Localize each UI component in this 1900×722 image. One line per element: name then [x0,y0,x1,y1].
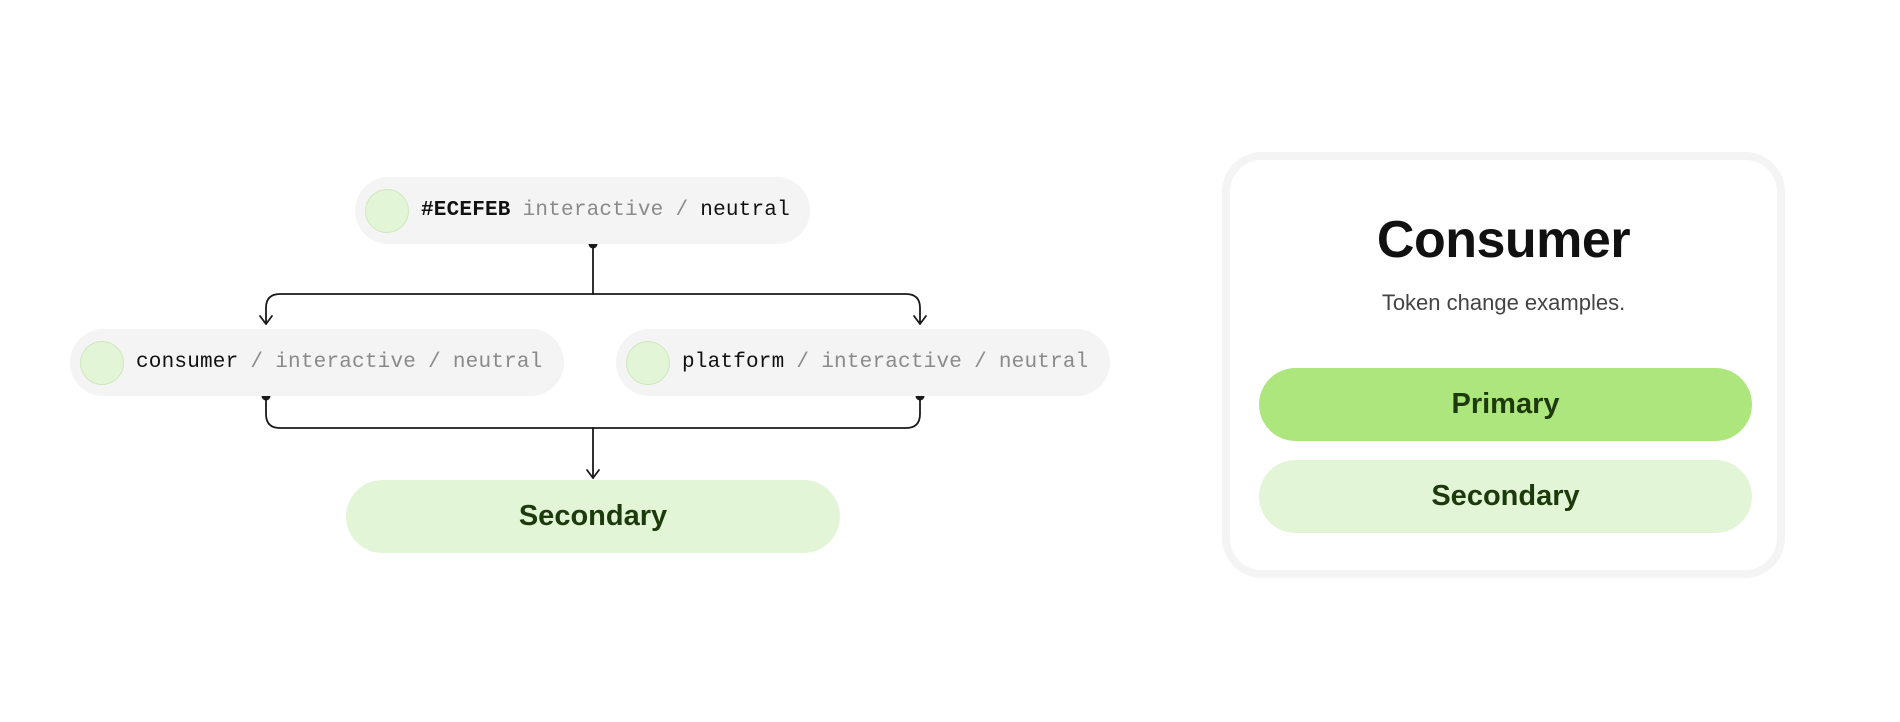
token-segment: interactive [275,351,417,374]
path-separator: / [796,351,810,374]
color-swatch [626,340,670,385]
split-connector-right [592,293,921,325]
token-segment: platform [682,351,785,374]
token-segment: interactive [821,351,963,374]
merge-connector-left [265,395,594,429]
path-separator: / [250,351,264,374]
path-separator: / [675,199,689,222]
secondary-button[interactable]: Secondary [1259,460,1752,533]
card-subtitle: Token change examples. [1381,290,1626,315]
platform-token-pill: platform / interactive / neutral [616,329,1110,396]
arrow-head-consumer [259,315,273,325]
source-token-pill: #ECEFEB interactive / neutral [355,177,810,244]
color-swatch [365,188,409,233]
arrow-head-platform [913,315,927,325]
token-segment: interactive [522,199,664,222]
consumer-card: Consumer Token change examples. Primary … [1222,152,1785,578]
card-title: Consumer [1376,211,1631,269]
merge-connector-right [592,395,921,429]
path-separator: / [428,351,441,374]
token-segment: neutral [998,351,1089,374]
token-segment: neutral [452,351,543,374]
token-segment: neutral [700,199,790,222]
source-hex: #ECEFEB [421,199,511,222]
primary-button[interactable]: Primary [1259,368,1752,441]
consumer-token-pill: consumer / interactive / neutral [70,329,564,396]
color-swatch [80,340,124,385]
diagram-secondary-button[interactable]: Secondary [346,480,840,553]
token-segment: consumer [136,351,239,374]
path-separator: / [974,351,987,374]
split-connector [265,293,594,325]
arrow-head-result [586,469,600,479]
